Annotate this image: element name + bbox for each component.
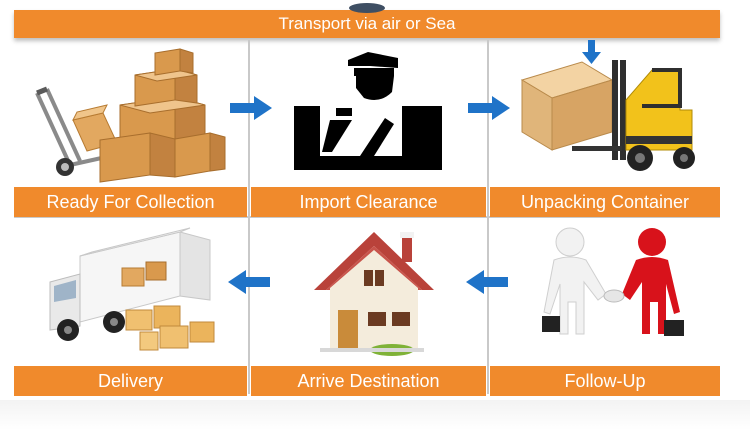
divider (487, 218, 489, 394)
header-decoration (349, 3, 385, 13)
divider (14, 216, 720, 218)
divider (248, 218, 250, 394)
delivery-truck-icon (49, 227, 215, 351)
forklift-icon (520, 40, 695, 171)
step-label: Import Clearance (251, 187, 486, 217)
divider (248, 40, 250, 216)
header-bar: Transport via air or Sea (14, 3, 720, 38)
arrow-left-icon (228, 270, 270, 294)
header-title: Transport via air or Sea (278, 14, 456, 33)
arrow-right-icon (230, 96, 272, 120)
divider (487, 40, 489, 216)
bottom-shadow (0, 400, 750, 430)
step-label: Ready For Collection (14, 187, 247, 217)
step-label: Follow-Up (490, 366, 720, 396)
step-label: Arrive Destination (251, 366, 486, 396)
handshake-icon (542, 227, 684, 336)
arrow-right-icon (468, 96, 510, 120)
arrow-left-icon (466, 270, 508, 294)
step-label: Unpacking Container (490, 187, 720, 217)
step-label: Delivery (14, 366, 247, 396)
house-icon (314, 232, 434, 356)
hand-truck-boxes-icon (35, 48, 226, 183)
customs-officer-icon (294, 52, 442, 170)
